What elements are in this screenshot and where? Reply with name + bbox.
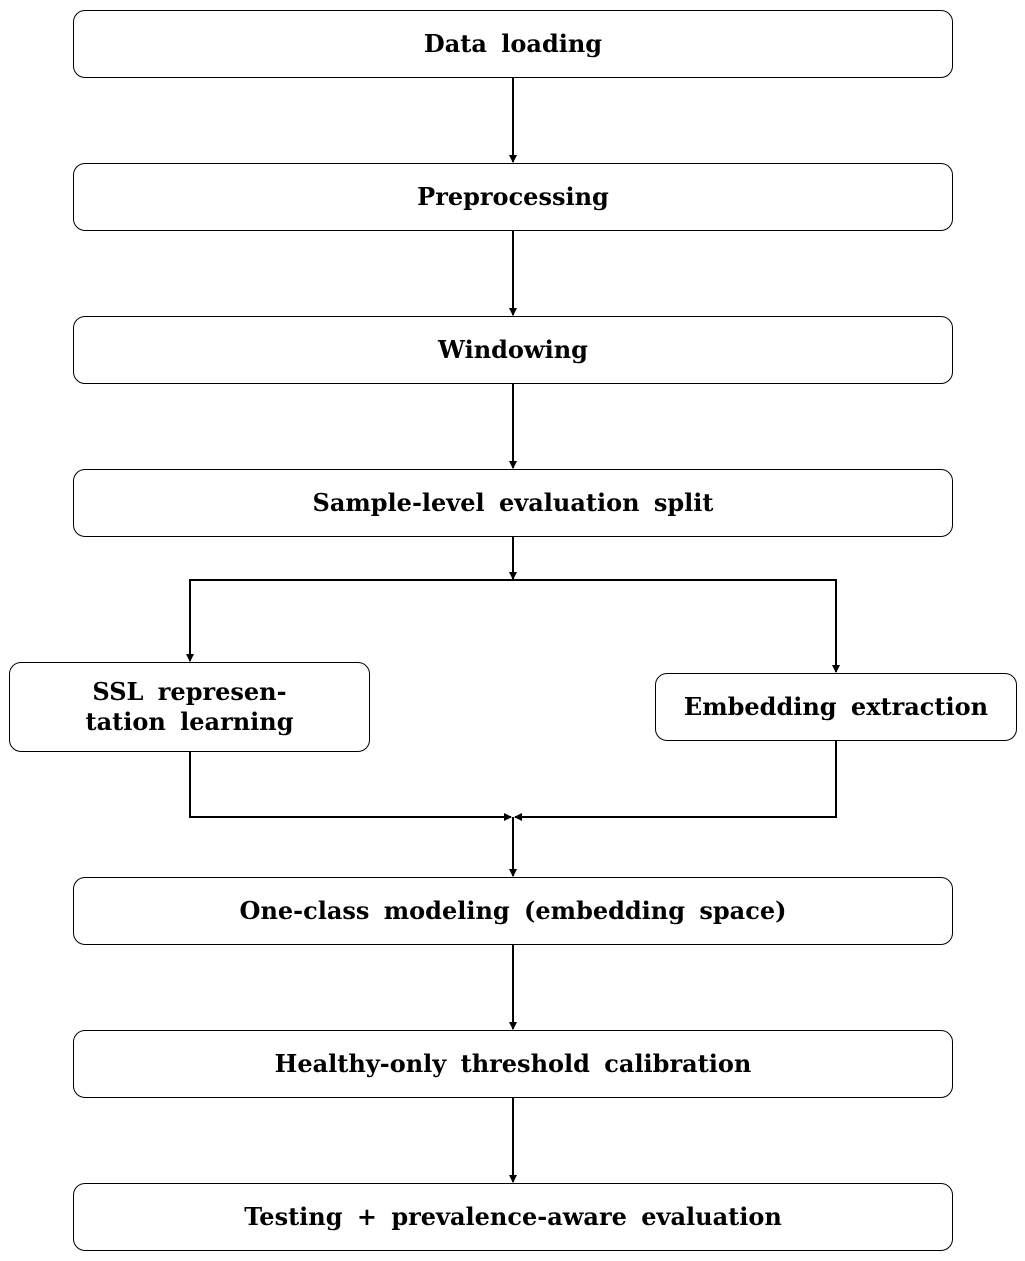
step-evaluation-split-label: Sample-level evaluation split (312, 488, 714, 517)
step-evaluation-split: Sample-level evaluation split (73, 469, 953, 537)
arrow-branch-to-ssl (186, 579, 513, 662)
step-ssl-label: SSL represen- tation learning (85, 677, 294, 736)
arrow-branch-to-embedding (513, 579, 840, 673)
step-windowing-label: Windowing (438, 335, 588, 364)
step-embedding-extraction: Embedding extraction (655, 673, 1017, 741)
step-testing-evaluation: Testing + prevalence-aware evaluation (73, 1183, 953, 1251)
step-one-class-modeling: One-class modeling (embedding space) (73, 877, 953, 945)
step-data-loading-label: Data loading (423, 29, 603, 58)
step-threshold-label: Healthy-only threshold calibration (274, 1049, 752, 1078)
step-data-loading: Data loading (73, 10, 953, 78)
step-one-class-label: One-class modeling (embedding space) (239, 896, 787, 925)
step-testing-label: Testing + prevalence-aware evaluation (244, 1202, 782, 1231)
arrow-embedding-to-merge (514, 741, 837, 821)
step-preprocessing: Preprocessing (73, 163, 953, 231)
arrow-ssl-to-merge (189, 752, 512, 821)
step-embedding-label: Embedding extraction (683, 692, 989, 721)
step-preprocessing-label: Preprocessing (417, 182, 609, 211)
step-windowing: Windowing (73, 316, 953, 384)
step-ssl-representation-learning: SSL represen- tation learning (9, 662, 370, 752)
step-threshold-calibration: Healthy-only threshold calibration (73, 1030, 953, 1098)
